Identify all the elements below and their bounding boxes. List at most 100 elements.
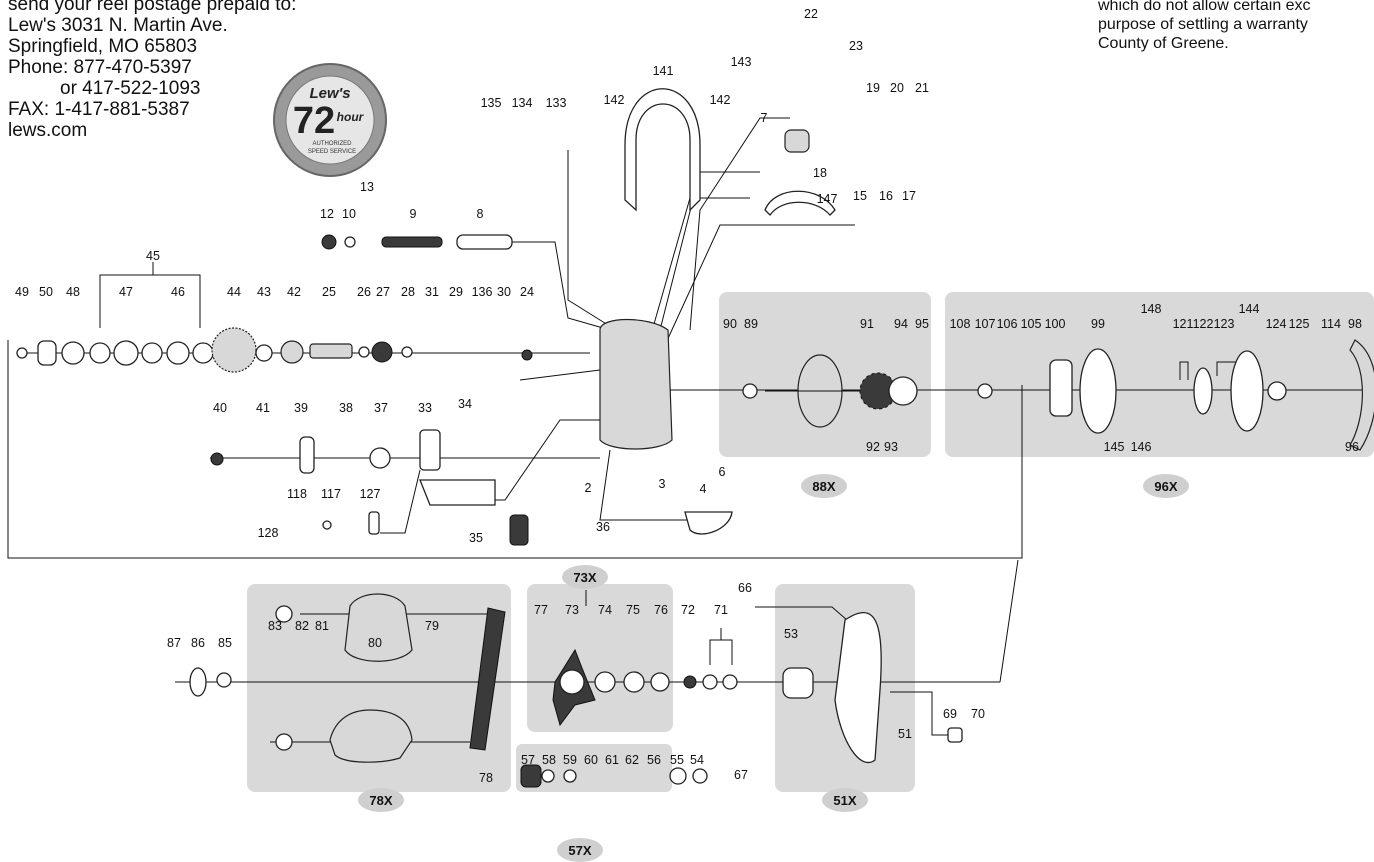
part-22	[764, 190, 836, 217]
badge-sub1: AUTHORIZED	[313, 141, 353, 147]
part-number-label: 18	[813, 166, 827, 180]
part-number-label: 56	[647, 753, 661, 767]
part-45b	[141, 342, 163, 364]
subassembly-pill: 51X	[822, 788, 868, 812]
subassembly-pill: 88X	[801, 474, 847, 498]
part-122	[1193, 367, 1213, 415]
part-25-pinion	[309, 343, 353, 359]
part-33-plate	[419, 479, 496, 506]
part-74	[594, 671, 616, 693]
part-75	[623, 671, 645, 693]
part-10	[344, 236, 356, 248]
part-53	[782, 667, 814, 699]
warranty-text-block: which do not allow certain exc purpose o…	[1098, 0, 1311, 53]
part-number-label: 144	[1239, 302, 1260, 316]
part-49	[16, 347, 28, 359]
part-number-label: 85	[218, 636, 232, 650]
part-71a	[702, 674, 718, 690]
part-number-label: 92	[866, 440, 880, 454]
part-number-label: 99	[1091, 317, 1105, 331]
panel-78x	[247, 584, 511, 792]
part-number-label: 23	[849, 39, 863, 53]
part-number-label: 90	[723, 317, 737, 331]
part-number-label: 81	[315, 619, 329, 633]
part-57	[520, 764, 542, 788]
part-59	[563, 769, 577, 783]
part-number-label: 53	[784, 627, 798, 641]
part-80-knob-bottom	[329, 709, 413, 763]
part-number-label: 10	[342, 207, 356, 221]
part-number-label: 55	[670, 753, 684, 767]
part-43	[255, 344, 273, 362]
part-number-label: 128	[258, 526, 279, 540]
part-12	[321, 234, 337, 250]
warranty-line: which do not allow certain exc	[1098, 0, 1311, 14]
part-number-label: 76	[654, 603, 668, 617]
part-number-label: 147	[817, 192, 838, 206]
part-number-label: 91	[860, 317, 874, 331]
part-69	[947, 727, 963, 743]
part-number-label: 31	[425, 285, 439, 299]
part-number-label: 16	[879, 189, 893, 203]
part-51-sideplate	[834, 612, 882, 763]
part-number-label: 77	[534, 603, 548, 617]
part-number-label: 89	[744, 317, 758, 331]
subassembly-label: 73X	[573, 570, 596, 585]
part-number-label: 96	[1345, 440, 1359, 454]
parts-drawings	[16, 88, 1374, 788]
part-40	[210, 452, 224, 466]
subassembly-pill: 73X	[562, 565, 608, 589]
part-number-label: 8	[477, 207, 484, 221]
part-number-label: 145	[1104, 440, 1125, 454]
part-number-label: 107	[975, 317, 996, 331]
part-24	[521, 349, 533, 361]
subassembly-label: 57X	[568, 843, 591, 858]
part-number-label: 100	[1045, 317, 1066, 331]
part-number-label: 146	[1131, 440, 1152, 454]
part-number-label: 25	[322, 285, 336, 299]
part-number-label: 3	[659, 477, 666, 491]
part-107	[977, 383, 993, 399]
part-number-label: 75	[626, 603, 640, 617]
part-86	[189, 667, 207, 697]
panel-96x	[945, 292, 1374, 457]
part-number-label: 43	[257, 285, 271, 299]
part-number-label: 118	[287, 487, 307, 501]
part-number-label: 134	[512, 96, 533, 110]
part-73-hub	[559, 669, 585, 695]
part-number-label: 57	[521, 753, 535, 767]
part-number-label: 78	[479, 771, 493, 785]
part-54	[692, 768, 708, 784]
part-33	[419, 429, 441, 471]
part-48	[61, 341, 85, 365]
part-number-label: 28	[401, 285, 415, 299]
address-line: lews.com	[8, 120, 88, 141]
part-number-label: 61	[605, 753, 619, 767]
badge-face	[285, 75, 375, 165]
badge-brand: Lew's	[309, 85, 350, 102]
part-number-label: 27	[376, 285, 390, 299]
part-number-label: 98	[1348, 317, 1362, 331]
part-number-label: 21	[915, 81, 929, 95]
part-number-label: 122	[1193, 317, 1214, 331]
part-number-label: 114	[1321, 317, 1341, 331]
part-46	[166, 341, 190, 365]
badge-number: 72	[293, 100, 335, 142]
subassembly-pill: 57X	[557, 838, 603, 862]
part-number-label: 136	[472, 285, 493, 299]
address-line: Springfield, MO 65803	[8, 36, 198, 57]
part-number-label: 58	[542, 753, 556, 767]
part-number-label: 60	[584, 753, 598, 767]
part-number-label: 66	[738, 581, 752, 595]
part-number-label: 42	[287, 285, 301, 299]
part-45c	[192, 342, 214, 364]
part-number-label: 108	[950, 317, 971, 331]
warranty-line: County of Greene.	[1098, 35, 1229, 52]
part-number-label: 142	[710, 93, 731, 107]
part-94	[888, 376, 918, 406]
part-26	[358, 346, 370, 358]
part-number-label: 94	[894, 317, 908, 331]
part-45a	[89, 342, 111, 364]
part-number-label: 38	[339, 401, 353, 415]
part-number-label: 59	[563, 753, 577, 767]
